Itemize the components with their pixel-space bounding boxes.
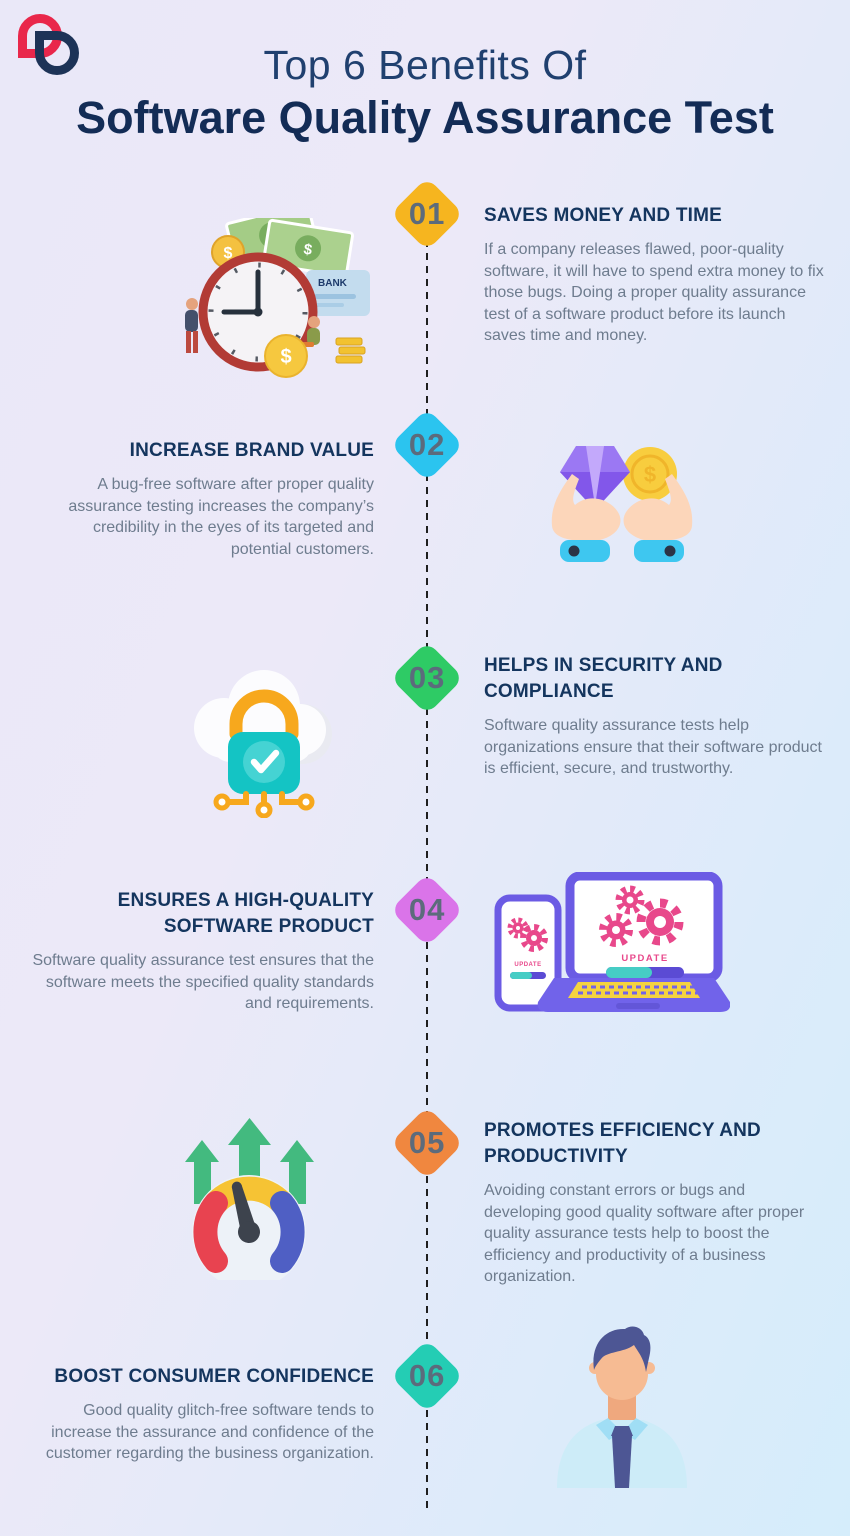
step-badge-06: 06 xyxy=(390,1339,464,1413)
benefit-1-text: SAVES MONEY AND TIME If a company releas… xyxy=(484,203,826,347)
bank-card-icon: BANK xyxy=(306,270,370,316)
benefit-5-title: PROMOTES EFFICIENCY AND PRODUCTIVITY xyxy=(484,1120,761,1167)
growth-arrows-icon xyxy=(185,1118,314,1204)
svg-text:$: $ xyxy=(302,241,314,259)
step-number-01: 01 xyxy=(408,195,446,231)
businessman-avatar-illustration xyxy=(557,1326,687,1488)
benefit-4-body: Software quality assurance test ensures … xyxy=(32,952,374,1012)
benefit-2-body: A bug-free software after proper quality… xyxy=(68,476,374,558)
coin-icon: $ xyxy=(623,447,677,501)
coin-symbol: $ xyxy=(224,245,233,262)
step-number-05: 05 xyxy=(408,1124,446,1160)
money-clock-illustration: $ $ BANK $ $ xyxy=(185,218,370,378)
svg-text:$: $ xyxy=(644,462,656,487)
check-icon xyxy=(250,749,280,774)
benefit-3-text: HELPS IN SECURITY AND COMPLIANCE Softwar… xyxy=(484,653,826,780)
page-title-line2: Software Quality Assurance Test xyxy=(76,92,774,143)
step-number-02: 02 xyxy=(408,426,446,462)
needle-icon xyxy=(231,1181,260,1243)
hands-gem-coin-illustration: $ xyxy=(551,446,693,562)
step-badge-04: 04 xyxy=(390,873,464,947)
benefit-5-body: Avoiding constant errors or bugs and dev… xyxy=(484,1182,805,1285)
tie-icon xyxy=(611,1426,633,1488)
step-badge-03: 03 xyxy=(390,641,464,715)
page-title-line1: Top 6 Benefits Of xyxy=(263,42,587,88)
benefit-5-text: PROMOTES EFFICIENCY AND PRODUCTIVITY Avo… xyxy=(484,1118,826,1288)
benefit-3-title: HELPS IN SECURITY AND COMPLIANCE xyxy=(484,655,723,702)
svg-text:UPDATE: UPDATE xyxy=(514,962,541,968)
step-badge-05: 05 xyxy=(390,1106,464,1180)
person-standing-icon xyxy=(185,298,198,353)
circuit-lines-icon xyxy=(213,791,315,818)
open-hand-icon xyxy=(551,474,621,562)
person-sitting-icon xyxy=(298,316,320,347)
benefit-4-text: ENSURES A HIGH-QUALITY SOFTWARE PRODUCT … xyxy=(32,888,374,1015)
device-update-illustration: UPDATE UPDATE xyxy=(494,872,730,1012)
coin-stack-icon xyxy=(335,337,366,364)
svg-text:UPDATE: UPDATE xyxy=(621,953,668,964)
speedometer-growth-illustration xyxy=(185,1118,314,1280)
step-badge-02: 02 xyxy=(390,408,464,482)
svg-text:$: $ xyxy=(280,346,291,368)
svg-text:BANK: BANK xyxy=(318,278,348,289)
logo-navy-ring-icon xyxy=(35,31,79,75)
benefit-2-title: INCREASE BRAND VALUE xyxy=(129,440,374,461)
benefit-4-title: ENSURES A HIGH-QUALITY SOFTWARE PRODUCT xyxy=(117,890,374,937)
hair xyxy=(593,1326,651,1372)
benefit-6-title: BOOST CONSUMER CONFIDENCE xyxy=(54,1366,374,1387)
benefit-6-body: Good quality glitch-free software tends … xyxy=(45,1402,374,1462)
coin-icon: $ xyxy=(264,334,308,378)
lock-shackle-icon xyxy=(229,689,299,741)
benefit-6-text: BOOST CONSUMER CONFIDENCE Good quality g… xyxy=(32,1364,374,1465)
brand-logo xyxy=(16,14,80,76)
benefit-3-body: Software quality assurance tests help or… xyxy=(484,717,822,777)
phone-icon: UPDATE xyxy=(494,894,562,1012)
benefit-1-body: If a company releases flawed, poor-quali… xyxy=(484,241,824,344)
cloud-lock-illustration xyxy=(194,670,332,818)
step-number-04: 04 xyxy=(408,891,446,927)
laptop-icon: UPDATE xyxy=(537,872,730,1012)
step-badge-01: 01 xyxy=(390,177,464,251)
step-number-06: 06 xyxy=(408,1357,446,1393)
benefit-1-title: SAVES MONEY AND TIME xyxy=(484,205,723,226)
speedometer-icon xyxy=(192,1175,306,1280)
padlock-icon xyxy=(228,732,300,794)
timeline-dashed-line xyxy=(426,214,428,1512)
benefit-2-text: INCREASE BRAND VALUE A bug-free software… xyxy=(32,438,374,560)
step-number-03: 03 xyxy=(408,659,446,695)
